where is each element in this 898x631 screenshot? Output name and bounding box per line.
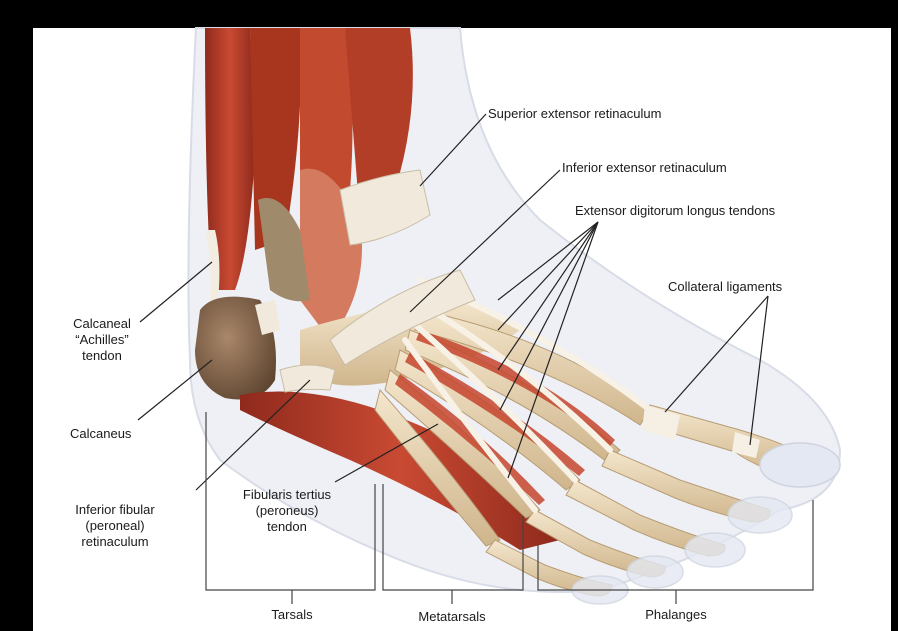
label-fibularis-tertius-tendon: Fibularis tertius (peroneus) tendon — [232, 487, 342, 535]
label-inferior-extensor-retinaculum: Inferior extensor retinaculum — [562, 160, 727, 176]
label-tarsals: Tarsals — [262, 607, 322, 623]
label-inferior-fibular-retinaculum: Inferior fibular (peroneal) retinaculum — [60, 502, 170, 550]
label-superior-extensor-retinaculum: Superior extensor retinaculum — [488, 106, 661, 122]
fibular-retinaculum — [280, 365, 335, 392]
label-metatarsals: Metatarsals — [412, 609, 492, 625]
label-calcaneus: Calcaneus — [70, 426, 131, 442]
label-phalanges: Phalanges — [636, 607, 716, 623]
label-calcaneal-achilles-tendon: Calcaneal “Achilles” tendon — [62, 316, 142, 364]
label-collateral-ligaments: Collateral ligaments — [668, 279, 782, 295]
label-extensor-digitorum-longus-tendons: Extensor digitorum longus tendons — [575, 203, 775, 219]
